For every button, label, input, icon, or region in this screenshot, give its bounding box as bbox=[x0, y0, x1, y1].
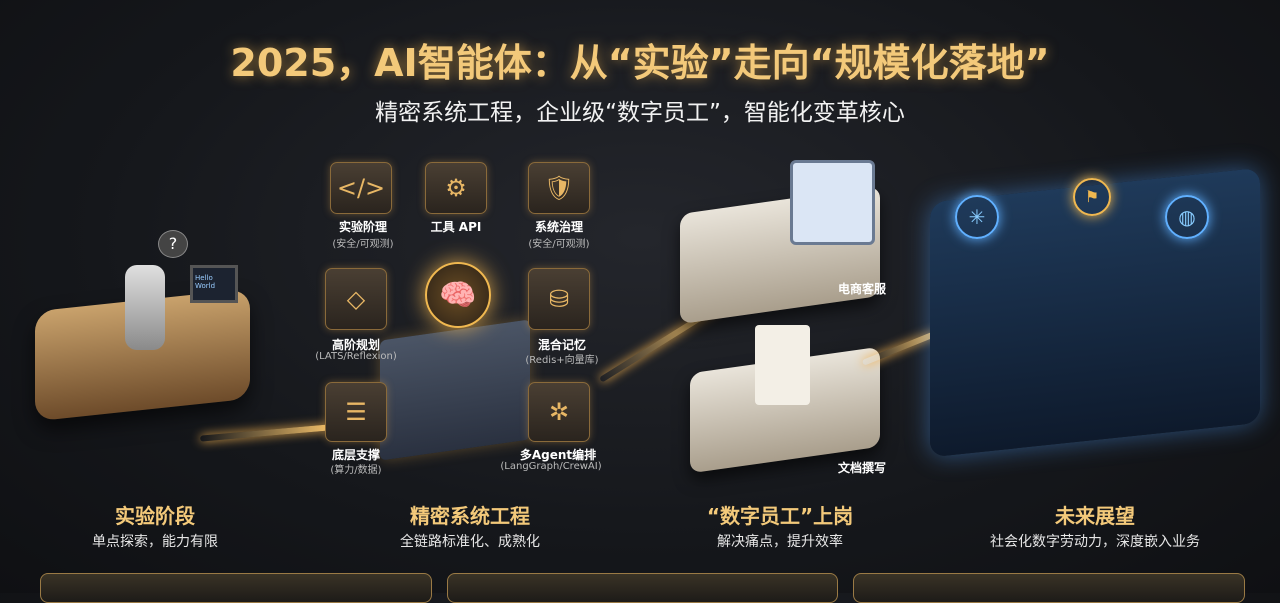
stage-title: “数字员工”上岗 bbox=[706, 504, 854, 528]
module-label: 实验阶理 bbox=[338, 220, 387, 234]
robot-icon bbox=[125, 265, 165, 350]
module-sub: (Redis+向量库) bbox=[525, 355, 599, 366]
code-window-icon: </> bbox=[330, 162, 392, 214]
module-label: 底层支撑 bbox=[331, 448, 380, 462]
bottom-card bbox=[40, 573, 432, 603]
bottom-card bbox=[853, 573, 1245, 603]
network-icon: ✲ bbox=[528, 382, 590, 442]
flag-icon: ⚑ bbox=[1073, 178, 1111, 216]
module-sub: (安全/可观测) bbox=[528, 239, 590, 250]
monitor-hello-world: Hello World bbox=[190, 265, 238, 303]
module-label: 混合记忆 bbox=[537, 338, 586, 352]
module-sub: (安全/可观测) bbox=[332, 239, 394, 250]
bottom-card bbox=[447, 573, 838, 603]
module-sub: (LangGraph/CrewAI) bbox=[500, 461, 602, 472]
page-title: 2025，AI智能体：从“实验”走向“规模化落地” bbox=[230, 41, 1050, 85]
question-bubble: ? bbox=[158, 230, 188, 258]
module-label: 系统治理 bbox=[534, 220, 583, 234]
layers-icon: ☰ bbox=[325, 382, 387, 442]
flow-arrow-1 bbox=[199, 424, 331, 442]
stage-title: 未来展望 bbox=[1055, 504, 1135, 528]
module-label: 工具 API bbox=[430, 220, 482, 234]
chat-window bbox=[790, 160, 875, 245]
scene-label-ecommerce: 电商客服 bbox=[838, 282, 887, 296]
flowchart-icon: ◇ bbox=[325, 268, 387, 330]
shield-check-icon: 🛡 bbox=[528, 162, 590, 214]
globe-icon: ◍ bbox=[1165, 195, 1209, 239]
module-sub: (算力/数据) bbox=[330, 465, 382, 476]
database-icon: ⛁ bbox=[528, 268, 590, 330]
page-subtitle: 精密系统工程，企业级“数字员工”，智能化变革核心 bbox=[375, 100, 905, 126]
scene-label-docs: 文档撰写 bbox=[838, 461, 887, 475]
terminal-gear-icon: ⚙ bbox=[425, 162, 487, 214]
stage-title: 精密系统工程 bbox=[410, 504, 530, 528]
stage-desc: 全链路标准化、成熟化 bbox=[400, 534, 540, 550]
stage-desc: 单点探索，能力有限 bbox=[92, 534, 218, 550]
stage-desc: 解决痛点，提升效率 bbox=[717, 534, 843, 550]
module-sub: (LATS/Reflexion) bbox=[315, 351, 397, 362]
stage-title: 实验阶段 bbox=[115, 504, 195, 528]
module-label: 高阶规划 bbox=[331, 338, 380, 352]
brain-core-icon: 🧠 bbox=[425, 262, 491, 328]
network-node-icon: ✳ bbox=[955, 195, 999, 239]
document-scroll bbox=[755, 325, 810, 405]
stage-desc: 社会化数字劳动力，深度嵌入业务 bbox=[990, 534, 1200, 550]
module-label: 多Agent编排 bbox=[519, 448, 597, 462]
